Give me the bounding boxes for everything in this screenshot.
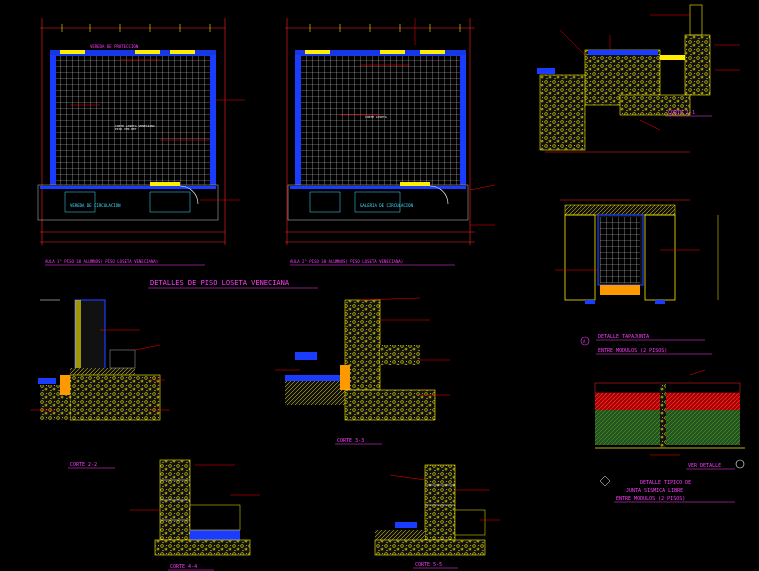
section-corte-5-5: CORTE 5-5	[374, 464, 500, 569]
plan-1-caption: AULA 1° PISO 30 ALUMNOS( PISO LOSETA VEN…	[45, 259, 158, 264]
corte-1-1-title: CORTE 1-1	[668, 110, 695, 116]
junta-title-line1: DETALLE TIPICO DE	[640, 480, 691, 486]
corte-4-4-title: CORTE 4-4	[170, 564, 197, 570]
section-corte-3-3: CORTE 3-3	[275, 297, 450, 445]
detail-tapajunta: A DETALLE TAPAJUNTA ENTRE MODULOS (2 PIS…	[555, 199, 719, 355]
tapajunta-title: DETALLE TAPAJUNTA	[598, 334, 649, 340]
svg-text:CORTE LOSETA: CORTE LOSETA	[365, 115, 387, 119]
svg-text:VEREDA DE CIRCULACION: VEREDA DE CIRCULACION	[70, 203, 121, 208]
section-corte-1-1: CORTE 1-1	[537, 4, 740, 153]
svg-text:CORTE LOSETA VENECIANA: CORTE LOSETA VENECIANA	[115, 124, 155, 128]
section-title: DETALLES DE PISO LOSETA VENECIANA	[150, 279, 290, 287]
junta-title-line3: ENTRE MODULOS (2 PISOS)	[616, 496, 685, 502]
floor-plan-1: VEREDA DE PROTECCION CORTE LOSETA VENECI…	[37, 18, 245, 266]
svg-text:VEREDA DE PROTECCION: VEREDA DE PROTECCION	[90, 44, 139, 49]
tapajunta-subtitle: ENTRE MODULOS (2 PISOS)	[598, 348, 667, 354]
corte-2-2-title: CORTE 2-2	[70, 462, 97, 468]
corte-5-5-title: CORTE 5-5	[415, 562, 442, 568]
junta-title-line2: JUNTA SISMICA LIBRE	[626, 488, 683, 494]
section-corte-2-2: CORTE 2-2	[30, 299, 170, 469]
section-corte-4-4: CORTE 4-4	[130, 459, 260, 571]
floor-plan-2: CORTE LOSETA GALERIA DE CIRCULACION AULA…	[285, 18, 496, 266]
tapajunta-marker: A	[583, 339, 586, 344]
svg-text:PISO VER DET: PISO VER DET	[115, 127, 137, 131]
corte-3-3-title: CORTE 3-3	[337, 438, 364, 444]
svg-text:GALERIA DE CIRCULACION: GALERIA DE CIRCULACION	[360, 203, 414, 208]
junta-ref: VER DETALLE	[688, 463, 721, 469]
plan-2-caption: AULA 2° PISO 30 ALUMNOS( PISO LOSETA VEN…	[290, 259, 403, 264]
detail-junta-sismica: VER DETALLE DETALLE TIPICO DE JUNTA SISM…	[594, 369, 745, 503]
